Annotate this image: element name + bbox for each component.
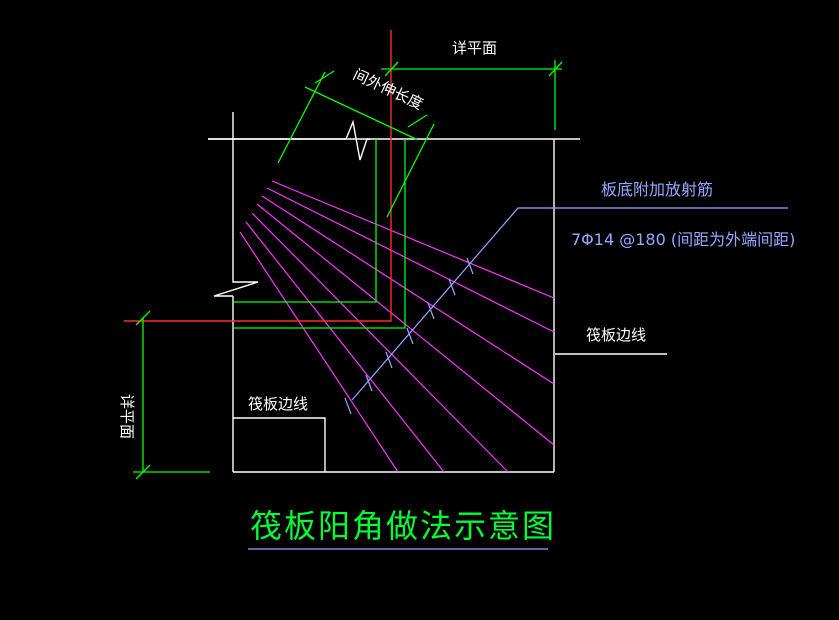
leader-tick	[406, 327, 414, 345]
leader-tick	[448, 278, 456, 296]
inner-bar	[234, 139, 377, 303]
leader-tick	[365, 374, 373, 392]
top-break-mark	[208, 119, 370, 161]
rebar-line	[271, 180, 555, 299]
rebar-line	[266, 187, 555, 333]
leader-line	[351, 207, 788, 401]
outer-bar	[234, 139, 406, 329]
red-centerline	[124, 30, 392, 322]
edge-label-left: 筏板边线	[248, 395, 308, 413]
green-bars	[133, 60, 563, 480]
dim-label-left: 详平面	[118, 394, 136, 439]
leader-tick	[427, 302, 435, 320]
left-break-mark	[213, 270, 259, 297]
edge-label-right: 筏板边线	[586, 326, 646, 344]
leader-tick	[385, 351, 393, 369]
centerlines	[124, 30, 392, 322]
dim-tick	[135, 464, 151, 480]
rebar-leader	[344, 207, 788, 415]
dim-tick	[548, 61, 563, 77]
leader-tick	[466, 257, 474, 275]
dim-line-outward	[304, 86, 419, 141]
radial-rebars	[239, 180, 555, 473]
rebar-line	[245, 221, 445, 473]
inner-edge-box	[233, 417, 326, 472]
rebar-title-label: 板底附加放射筋	[601, 180, 713, 199]
dim-tick	[135, 310, 151, 326]
dim-tick	[407, 114, 428, 128]
rebar-line	[251, 212, 509, 473]
rebar-line	[239, 231, 399, 473]
rebar-line	[261, 195, 555, 385]
dim-tick	[384, 61, 399, 77]
rebar-spec-label: 7Φ14 @180 (间距为外端间距)	[571, 230, 795, 249]
leader-tick	[344, 397, 352, 415]
diagram-title: 筏板阳角做法示意图	[250, 507, 556, 545]
dim-extension-left	[277, 71, 326, 164]
dim-tick	[314, 70, 335, 84]
raft-outline	[208, 112, 667, 473]
dim-label-top-right: 详平面	[452, 39, 497, 57]
dim-extension-right	[386, 123, 435, 218]
